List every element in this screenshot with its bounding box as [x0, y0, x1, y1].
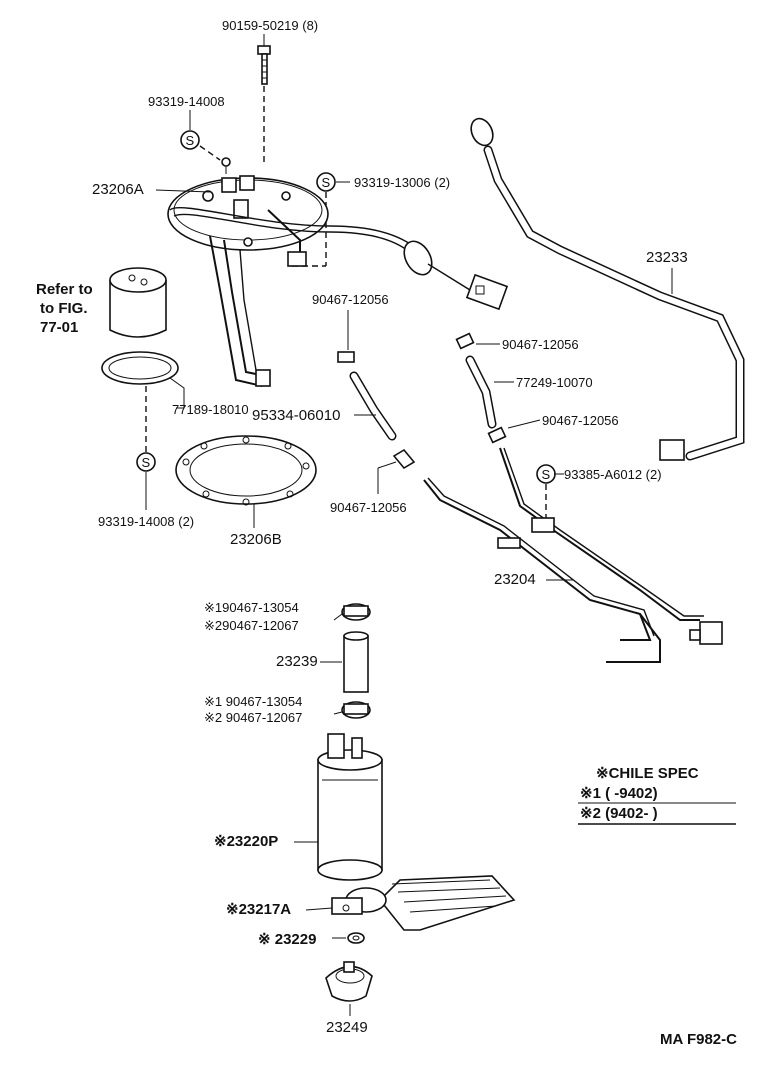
- sender-arm: [209, 235, 271, 387]
- clamp-d: [487, 426, 507, 444]
- support: [325, 961, 373, 1002]
- label-cable: 23233: [646, 249, 688, 266]
- spec-2: ※2 (9402- ): [580, 805, 658, 822]
- gasket-plate: [175, 435, 317, 506]
- svg-text:S: S: [322, 175, 331, 190]
- hose-a: [349, 371, 397, 441]
- label-support: 23249: [326, 1019, 368, 1036]
- label-clamp-top-2: ※290467-12067: [204, 618, 299, 633]
- filter: [331, 875, 516, 931]
- clamp-b: [392, 448, 416, 470]
- label-gasket: 77189-18010: [172, 402, 249, 417]
- fuel-tube: [423, 447, 723, 663]
- spec-1: ※1 ( -9402): [580, 785, 658, 802]
- label-clamp-bot-1: ※1 90467-13054: [204, 694, 302, 709]
- filter-cup: [109, 267, 167, 338]
- grommet: [403, 240, 433, 276]
- spec-legend: ※CHILE SPEC ※1 ( -9402) ※2 (9402- ): [578, 765, 736, 825]
- clamp-bottom: [341, 701, 371, 719]
- label-washer-right: 93319-13006 (2): [354, 175, 450, 190]
- label-clamp-c: 90467-12056: [502, 337, 579, 352]
- label-refer-3: 77-01: [40, 319, 78, 336]
- svg-text:S: S: [186, 133, 195, 148]
- label-hose-a: 95334-06010: [252, 407, 340, 424]
- bolt-part: [257, 45, 271, 85]
- clamp-top: [341, 603, 371, 621]
- label-hose-b: 77249-10070: [516, 375, 593, 390]
- svg-text:S: S: [542, 467, 551, 482]
- label-washer-bottom: 93319-14008 (2): [98, 514, 194, 529]
- s-washer-symbol-top: S: [180, 130, 200, 150]
- label-pump: ※23220P: [214, 833, 278, 850]
- label-clamp-bot-2: ※2 90467-12067: [204, 710, 302, 725]
- figure-code: MA F982-C: [660, 1031, 737, 1048]
- label-clamp-top-1: ※190467-13054: [204, 600, 299, 615]
- label-plate: 23206A: [92, 181, 144, 198]
- hose-c: [343, 631, 369, 693]
- clamp-a: [337, 351, 355, 363]
- clamp-c: [455, 332, 475, 350]
- label-bracket-bolt: 93385-A6012 (2): [564, 467, 662, 482]
- cable: [470, 117, 745, 461]
- connector: [465, 273, 509, 311]
- label-clamp-d: 90467-12056: [542, 413, 619, 428]
- hose-b: [465, 355, 497, 429]
- cushion: [347, 932, 365, 944]
- label-hose-c: 23239: [276, 653, 318, 670]
- s-washer-symbol-right: S: [316, 172, 336, 192]
- label-filter: ※23217A: [226, 901, 291, 918]
- s-washer-symbol-bracket: S: [536, 464, 556, 484]
- label-cushion: ※ 23229: [258, 931, 316, 948]
- sender-plate: [167, 175, 329, 251]
- label-bolt: 90159-50219 (8): [222, 18, 318, 33]
- label-clamp-a: 90467-12056: [312, 292, 389, 307]
- label-clamp-b: 90467-12056: [330, 500, 407, 515]
- spec-title: ※CHILE SPEC: [596, 765, 699, 782]
- svg-text:S: S: [142, 455, 151, 470]
- small-screw: [221, 157, 231, 174]
- label-tube: 23204: [494, 571, 536, 588]
- gasket-ring: [101, 351, 179, 385]
- label-gasket-plate: 23206B: [230, 531, 282, 548]
- label-refer-2: to FIG.: [40, 300, 88, 317]
- fuel-pump: [317, 733, 383, 881]
- label-refer-1: Refer to: [36, 281, 93, 298]
- s-washer-symbol-bottom: S: [136, 452, 156, 472]
- label-washer-top: 93319-14008: [148, 94, 225, 109]
